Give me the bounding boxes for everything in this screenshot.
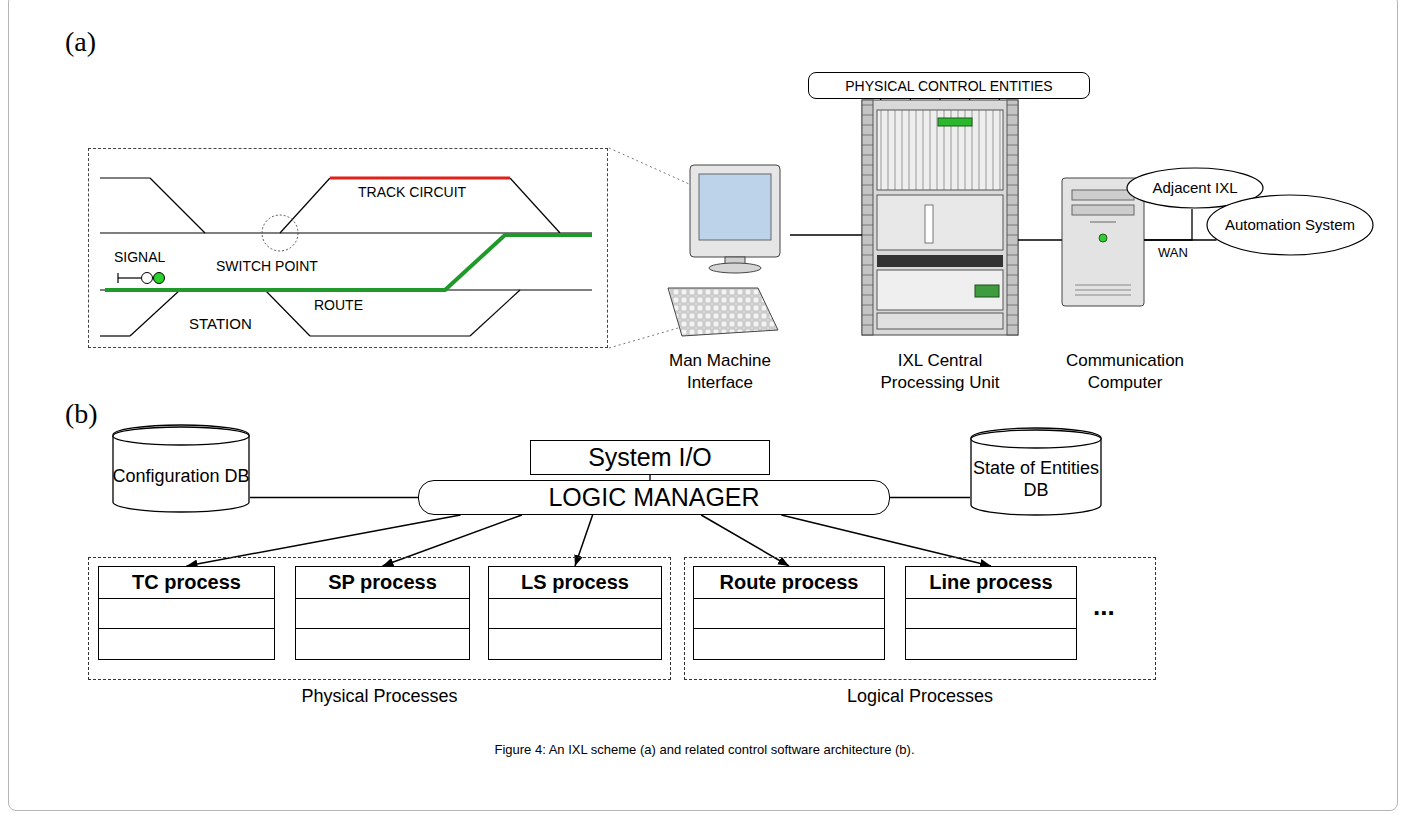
process-header: Line process <box>906 567 1076 599</box>
station-tracks <box>100 178 592 336</box>
group-caption: Physical Processes <box>88 686 671 707</box>
process-row <box>296 599 469 629</box>
route-line <box>105 235 592 290</box>
zoom-leader <box>609 148 698 188</box>
cylinder-body <box>971 428 1101 515</box>
ellipsis: ... <box>1091 592 1117 622</box>
icon-caption: IXL Central Processing Unit <box>850 350 1030 394</box>
group-caption: Logical Processes <box>684 686 1156 707</box>
process-row <box>99 629 274 658</box>
database-cylinder: Configuration DB <box>112 425 250 513</box>
connector-line <box>1144 209 1192 240</box>
connector-arrow <box>701 515 789 566</box>
connector-arrow <box>575 515 593 566</box>
station-region: STATION <box>88 148 608 348</box>
node-label: STATION <box>187 315 254 332</box>
rounded-box: PHYSICAL CONTROL ENTITIES <box>808 72 1090 99</box>
process-header: Route process <box>694 567 884 599</box>
connector-line <box>1018 239 1062 240</box>
icon-anchor <box>1062 178 1144 306</box>
process-box: Route process <box>693 566 885 660</box>
process-header: LS process <box>489 567 661 599</box>
node-label: Adjacent IXL <box>1152 179 1237 197</box>
process-row <box>489 629 661 658</box>
track-circuit-line <box>330 177 510 180</box>
connector-arrow <box>383 515 522 566</box>
connector-arrow <box>187 515 461 566</box>
process-box: LS process <box>488 566 662 660</box>
process-row <box>906 599 1076 629</box>
process-group: Physical Processes TC process SP process LS… <box>88 557 671 713</box>
node-label: Logical Processes <box>847 686 993 706</box>
node-label: TC process <box>132 571 241 594</box>
process-row <box>296 629 469 658</box>
node-label: IXL Central Processing Unit <box>865 350 1015 394</box>
node-label: Man Machine Interface <box>655 350 785 394</box>
node-label: Physical Processes <box>301 686 457 706</box>
panel-letter: (a) <box>63 26 98 58</box>
process-row <box>694 629 884 658</box>
node-label: PHYSICAL CONTROL ENTITIES <box>845 78 1052 94</box>
icon-caption: Communication Computer <box>1050 350 1200 394</box>
signal-symbol <box>118 273 165 284</box>
figure-caption: Figure 4: An IXL scheme (a) and related … <box>0 742 1409 757</box>
process-header: TC process <box>99 567 274 599</box>
process-box: TC process <box>98 566 275 660</box>
cylinder-top <box>971 430 1101 448</box>
cpu-rack-icon <box>862 100 1018 335</box>
rounded-box: System I/O <box>530 440 770 475</box>
node-label: LS process <box>521 571 629 594</box>
node-label: System I/O <box>588 443 712 472</box>
process-group: Logical Processes Route process Line proce… <box>684 557 1156 713</box>
zoom-leader <box>609 326 685 348</box>
process-box: SP process <box>295 566 470 660</box>
icon-anchor <box>862 100 1018 340</box>
node-label: State of Entities DB <box>970 458 1102 501</box>
figure-frame <box>8 0 1398 811</box>
computer-node: IXL Central Processing Unit <box>850 95 1030 400</box>
connector-line <box>881 99 1000 100</box>
rounded-box: LOGIC MANAGER <box>418 480 890 515</box>
connector-line <box>890 497 970 498</box>
database-cylinder: State of Entities DB <box>970 428 1102 516</box>
mmi-computer-icon <box>668 165 780 336</box>
cylinder-top <box>113 427 249 445</box>
network-ellipse: Automation System <box>1206 194 1374 256</box>
process-header: SP process <box>296 567 469 599</box>
part-label: WAN <box>1156 246 1190 261</box>
node-label: SP process <box>328 571 437 594</box>
connector-arrow <box>781 515 991 566</box>
panel-letter: (b) <box>63 398 100 430</box>
process-row <box>694 599 884 629</box>
part-label: ROUTE <box>312 297 365 313</box>
ellipse-shape <box>1207 195 1373 255</box>
part-label: TRACK CIRCUIT <box>356 184 468 200</box>
process-row <box>489 599 661 629</box>
switch-point-circle <box>262 215 298 251</box>
node-label: Line process <box>929 571 1052 594</box>
connector-line <box>250 497 418 498</box>
node-label: Communication Computer <box>1055 350 1195 394</box>
cylinder-body <box>113 425 249 512</box>
node-label: Configuration DB <box>112 466 249 488</box>
part-label: SIGNAL <box>112 249 167 265</box>
icon-anchor <box>665 165 790 343</box>
connector-line <box>1144 239 1217 240</box>
icon-caption: Man Machine Interface <box>655 350 785 394</box>
process-row <box>906 629 1076 658</box>
node-label: Route process <box>720 571 859 594</box>
node-label: Automation System <box>1225 216 1355 234</box>
process-box: Line process <box>905 566 1077 660</box>
comm-computer-icon <box>1062 178 1144 306</box>
process-row <box>99 599 274 629</box>
computer-node: Man Machine Interface <box>655 160 785 400</box>
part-label: SWITCH POINT <box>214 258 320 274</box>
connector-line <box>790 234 862 235</box>
node-label: LOGIC MANAGER <box>548 483 759 512</box>
